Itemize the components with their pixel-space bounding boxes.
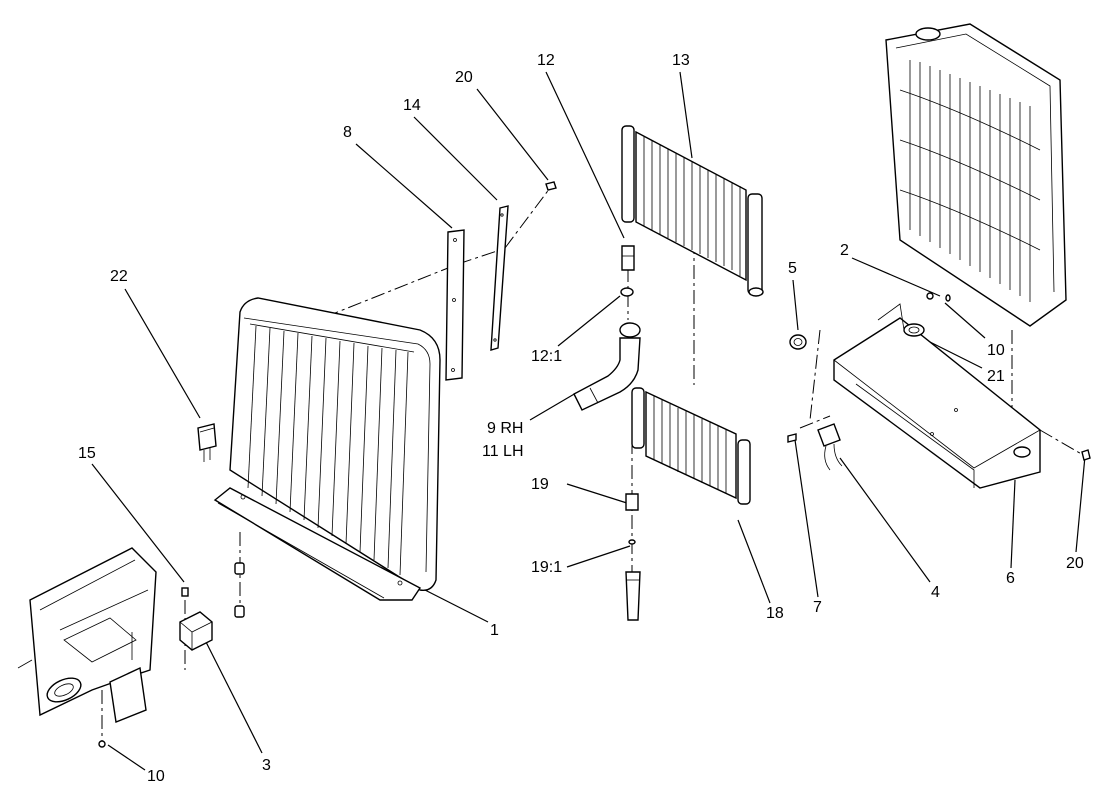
part-1-front-grille bbox=[213, 297, 441, 601]
lower-hose bbox=[625, 571, 641, 621]
part-12-fitting bbox=[621, 245, 635, 271]
part-10-nut-right bbox=[926, 292, 934, 300]
callout-8: 8 bbox=[343, 124, 352, 141]
part-8-seal-strip bbox=[445, 229, 465, 381]
grille-mount-nuts bbox=[234, 562, 245, 618]
cooler-fins-lower bbox=[653, 396, 727, 494]
callout-7: 7 bbox=[813, 599, 822, 616]
callout-10-right: 10 bbox=[987, 342, 1005, 359]
part-13-oil-cooler bbox=[621, 125, 764, 297]
radiator-core-fins bbox=[909, 60, 1031, 302]
part-10-nut-bottom bbox=[98, 740, 106, 748]
part-5-grommet bbox=[789, 334, 807, 350]
callout-20-right: 20 bbox=[1066, 555, 1084, 572]
callout-14: 14 bbox=[403, 97, 421, 114]
part-19-fitting bbox=[625, 493, 639, 511]
callout-11-lh: 11 LH bbox=[482, 443, 524, 460]
callout-1: 1 bbox=[490, 622, 499, 639]
callout-5: 5 bbox=[788, 260, 797, 277]
part-18-oil-cooler bbox=[631, 387, 751, 505]
callout-13: 13 bbox=[672, 52, 690, 69]
callout-4: 4 bbox=[931, 584, 940, 601]
callout-19-1: 19:1 bbox=[531, 559, 562, 576]
callout-19: 19 bbox=[531, 476, 549, 493]
part-15-screw bbox=[181, 587, 189, 597]
callout-15: 15 bbox=[78, 445, 96, 462]
callout-2: 2 bbox=[840, 242, 849, 259]
part-19-1-o-ring bbox=[628, 539, 636, 545]
part-21-grommet bbox=[903, 323, 925, 337]
callout-18: 18 bbox=[766, 605, 784, 622]
callout-20-top: 20 bbox=[455, 69, 473, 86]
part-4-relay bbox=[817, 423, 843, 471]
part-20-screw-top bbox=[545, 181, 557, 191]
left-mounting-bracket bbox=[17, 547, 157, 723]
callout-labels: 1 2 3 4 5 6 7 8 9 RH 10 10 11 LH 12 12:1… bbox=[78, 52, 1084, 785]
part-20-screw-right bbox=[1081, 449, 1091, 461]
callout-22: 22 bbox=[110, 268, 128, 285]
callout-12: 12 bbox=[537, 52, 555, 69]
cooler-fins-upper bbox=[643, 136, 741, 276]
part-2-washer bbox=[945, 294, 951, 302]
callout-12-1: 12:1 bbox=[531, 348, 562, 365]
callout-21: 21 bbox=[987, 368, 1005, 385]
part-12-1-o-ring bbox=[620, 287, 634, 297]
part-7-screw bbox=[787, 433, 797, 443]
radiator-assembly bbox=[885, 23, 1067, 327]
grille-slats bbox=[247, 325, 409, 576]
part-22-switch bbox=[197, 423, 217, 462]
part-6-lower-tray bbox=[833, 303, 1041, 489]
part-9-11-hose bbox=[573, 322, 641, 411]
callout-6: 6 bbox=[1006, 570, 1015, 587]
callout-3: 3 bbox=[262, 757, 271, 774]
leader-lines bbox=[91, 71, 1086, 771]
part-3-relay bbox=[179, 611, 213, 651]
part-14-seal-strip bbox=[490, 205, 509, 351]
callout-10-bottom: 10 bbox=[147, 768, 165, 785]
callout-9-rh: 9 RH bbox=[487, 420, 523, 437]
